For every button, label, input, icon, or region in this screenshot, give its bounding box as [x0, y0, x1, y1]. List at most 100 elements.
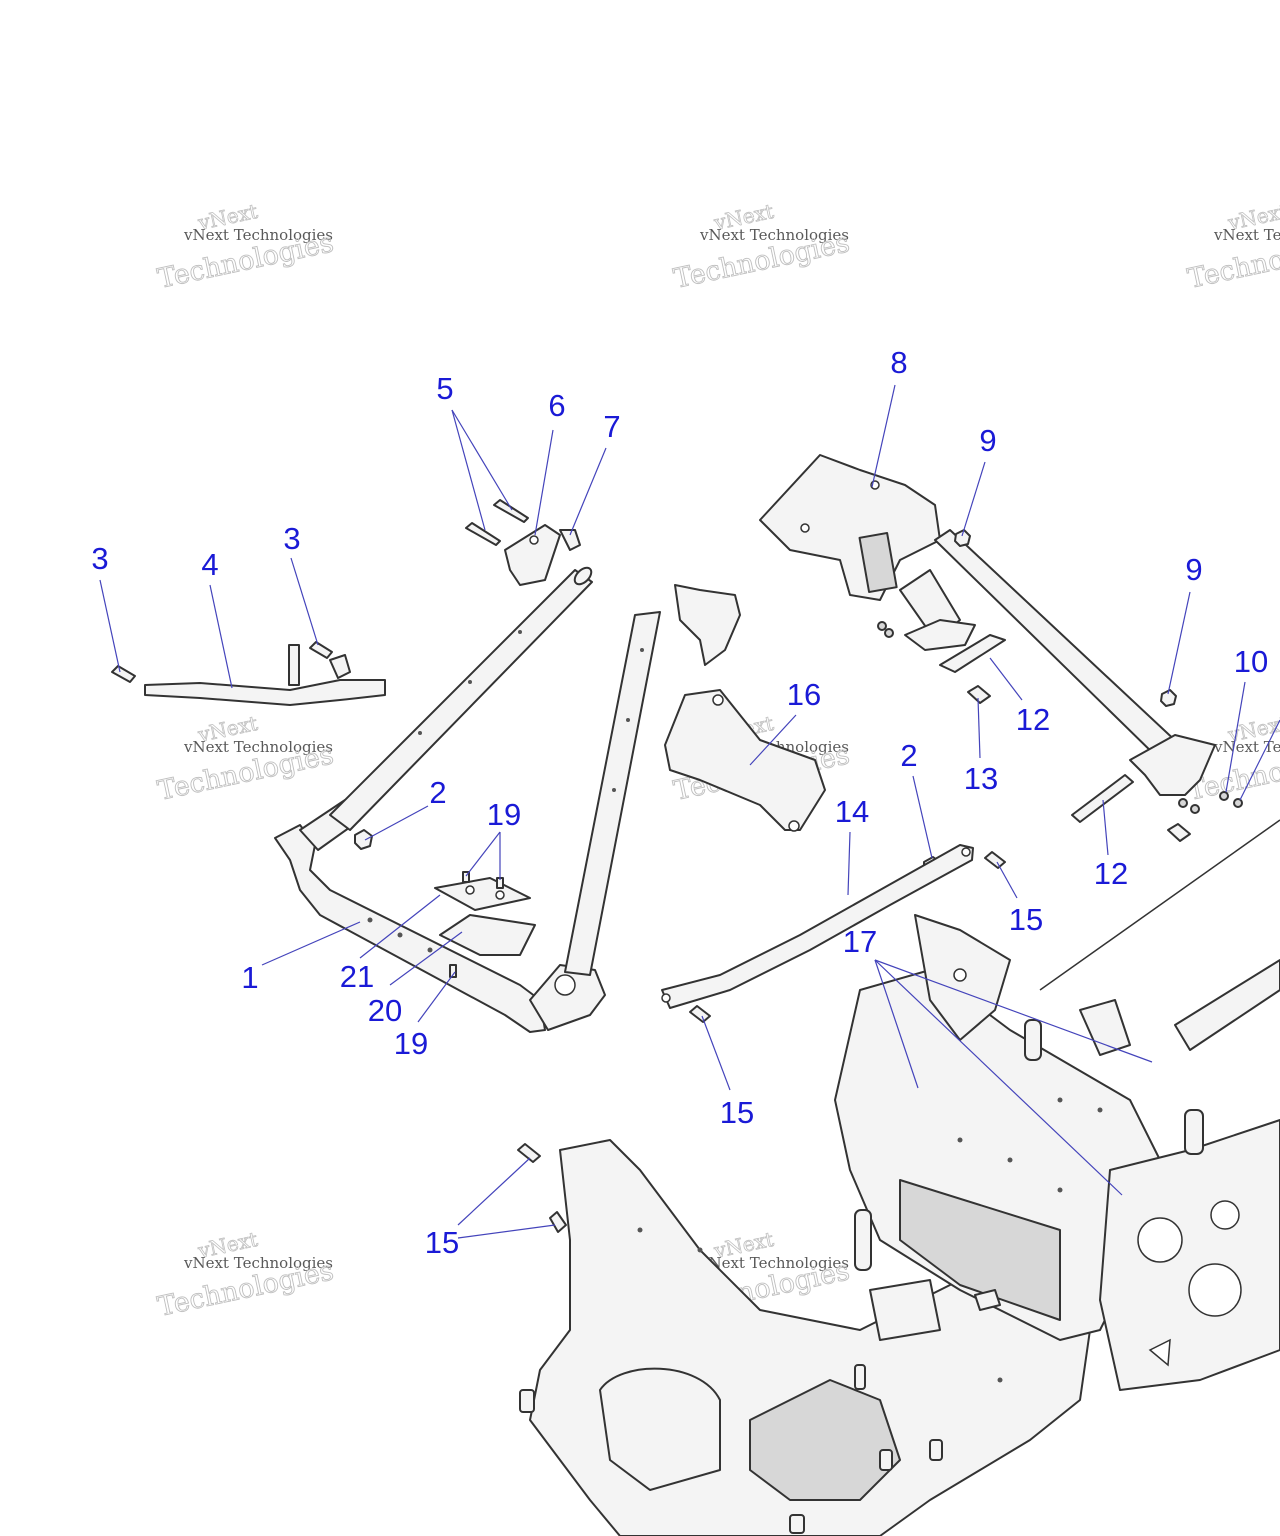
callouts: 3 4 3 5 6 7 8 9 9 10 12 12 13 14 16 2 2 … — [91, 345, 1268, 1260]
leader-9b — [1167, 591, 1191, 695]
leader-13 — [977, 697, 981, 759]
rivet — [697, 1247, 703, 1253]
cable — [1039, 819, 1280, 991]
bolt-19 — [462, 871, 470, 883]
chassis-center-shadow — [899, 1179, 1061, 1321]
cross-member-4 — [144, 679, 386, 706]
leader-12b — [1102, 799, 1109, 856]
leader-3b — [290, 557, 319, 646]
callout-14: 14 — [835, 794, 869, 829]
chassis-bolt — [789, 1514, 805, 1534]
watermark-text: vNext Technologies — [183, 1254, 333, 1272]
rivet — [418, 731, 422, 735]
leader-4 — [209, 584, 233, 689]
bolt-5 — [465, 522, 501, 546]
watermark: vNext vNext Technologies Technologies — [155, 711, 337, 808]
part-5-bolts — [465, 499, 529, 546]
rivet — [1057, 1097, 1063, 1103]
callout-12: 12 — [1016, 702, 1050, 737]
chassis-floor — [749, 1379, 901, 1501]
nut-2 — [354, 829, 373, 850]
strap-12 — [1071, 774, 1134, 823]
callout-6: 6 — [548, 388, 565, 423]
tube-clamp — [674, 584, 741, 666]
leader-17c — [874, 959, 1153, 1063]
leader-16 — [749, 714, 797, 766]
rivet — [427, 947, 433, 953]
callout-20: 20 — [368, 993, 402, 1028]
chassis-side-plate — [1099, 1119, 1280, 1391]
side-plate-hole — [1210, 1200, 1240, 1230]
leader-lines — [99, 384, 1280, 1239]
part-2-nuts — [354, 829, 942, 877]
rivet — [1057, 1187, 1063, 1193]
part-6-bracket — [504, 524, 561, 586]
cross-member-4-hook — [329, 654, 351, 679]
chassis-stud — [1024, 1019, 1042, 1061]
callout-13: 13 — [964, 761, 998, 796]
callout-9: 9 — [979, 423, 996, 458]
bolt-15 — [689, 1005, 711, 1023]
watermark-text: vNext Technologies — [1213, 226, 1280, 244]
side-plate-cutout — [1148, 1338, 1171, 1367]
leader-14 — [847, 831, 851, 896]
strut-14-hole — [961, 847, 971, 857]
leader-5b — [451, 409, 513, 511]
leader-6 — [534, 429, 554, 536]
part-13-clips — [967, 685, 1191, 842]
tube-8-plate — [858, 531, 898, 594]
leader-2a — [364, 805, 429, 841]
callout-21: 21 — [340, 959, 374, 994]
callout-16: 16 — [787, 677, 821, 712]
part-1-front-frame — [274, 799, 606, 1033]
rivet — [367, 917, 373, 923]
part-20-bracket — [439, 914, 536, 956]
frame-left-tube — [329, 566, 593, 831]
part-3-bolts — [111, 641, 333, 683]
part-9-nuts — [954, 529, 1177, 707]
rivet — [957, 1137, 963, 1143]
tube-8-left-bracket — [759, 454, 941, 601]
rivet — [640, 648, 644, 652]
frame-1-hole — [554, 974, 576, 996]
leader-10 — [1225, 681, 1246, 793]
watermark-text: vNext Technologies — [183, 226, 333, 244]
leader-19a — [465, 831, 501, 877]
rivet — [997, 1377, 1003, 1383]
callout-8: 8 — [890, 345, 907, 380]
nut-10 — [1233, 798, 1243, 808]
watermark: vNext vNext Technologies Technologies — [1185, 199, 1280, 296]
bolt-3 — [111, 665, 136, 683]
leader-15c — [457, 1157, 531, 1226]
chassis-bolt — [929, 1439, 943, 1461]
chassis-bolt — [879, 1449, 893, 1471]
leader-10b — [1239, 719, 1280, 801]
bolt-15 — [984, 851, 1006, 869]
part-8-upper-tube — [759, 454, 1216, 796]
leader-15a — [996, 861, 1018, 899]
watermark-text: vNext Technologies — [1213, 738, 1280, 756]
leader-17b — [874, 959, 1123, 1196]
leader-1 — [261, 921, 361, 966]
part-21-plate — [434, 877, 531, 911]
chassis-tube-right — [1174, 959, 1280, 1051]
left-tube — [329, 569, 593, 831]
part-14-strut — [661, 844, 974, 1009]
nut-9 — [1160, 689, 1177, 707]
bolt-15 — [549, 1211, 567, 1233]
callout-19: 19 — [394, 1026, 428, 1061]
plate-21-hole — [465, 885, 475, 895]
bracket-hole — [953, 968, 967, 982]
nut-10 — [1178, 798, 1188, 808]
callout-9: 9 — [1185, 552, 1202, 587]
leader-9a — [961, 461, 986, 537]
rivet — [1097, 1107, 1103, 1113]
leader-3a — [99, 579, 121, 673]
nut-10 — [1219, 791, 1229, 801]
bracket-6-hole — [529, 535, 539, 545]
watermark: vNext vNext Technologies Technologies — [155, 1227, 337, 1324]
nut-10 — [884, 628, 894, 638]
watermark-text: vNext Technologies — [699, 226, 849, 244]
strut-14-hole — [661, 993, 671, 1003]
strut-14 — [661, 844, 974, 1009]
